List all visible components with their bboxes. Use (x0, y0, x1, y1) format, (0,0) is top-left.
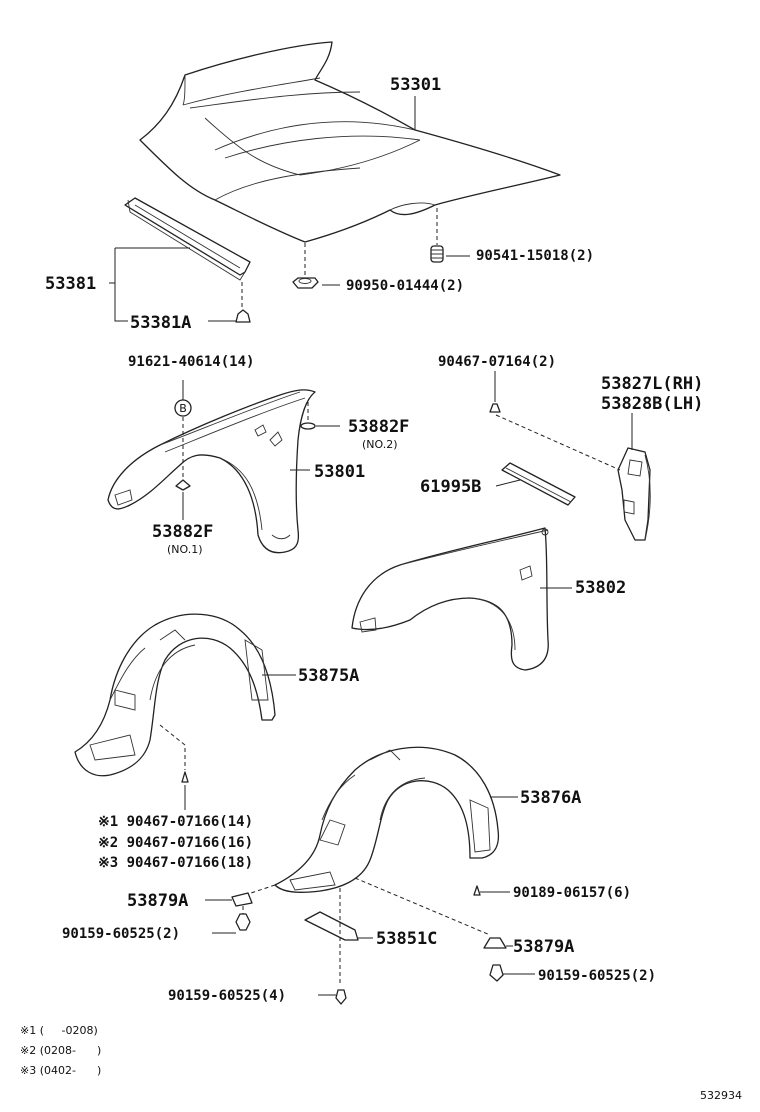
callout-liner-clip-1: ※1 90467-07166(14) (98, 814, 253, 830)
callout-fender-liner-clip-no1: 53882F (152, 522, 213, 542)
splash-cover-part (304, 911, 359, 941)
liner-clip-part (181, 771, 189, 783)
callout-liner-screw: 90189-06157(6) (513, 885, 631, 901)
hood-seal-clip-part (292, 277, 319, 289)
callout-shield-lh: 53828B(LH) (601, 394, 703, 414)
hood-drawing (139, 41, 561, 243)
callout-seal-clip: 53381A (130, 313, 191, 333)
liner-lh-drawing (274, 746, 500, 893)
callout-liner-clip-2: ※2 90467-07166(16) (98, 835, 253, 851)
callout-splash-retainer-right: 53879A (513, 937, 574, 957)
liner-screw-part (473, 885, 481, 896)
callout-liner-clip-3: ※3 90467-07166(18) (98, 855, 253, 871)
callout-bolt-left: 90159-60525(2) (62, 926, 180, 942)
seal-clip-part (235, 309, 251, 323)
callout-bolt-right: 90159-60525(2) (538, 968, 656, 984)
callout-shield-rh: 53827L(RH) (601, 374, 703, 394)
callout-splash-retainer-left: 53879A (127, 891, 188, 911)
fender-bolt-marker: B (179, 402, 187, 415)
splash-retainer-right-part (483, 937, 507, 949)
shield-drawing (617, 447, 651, 541)
callout-hood-cushion: 90541-15018(2) (476, 248, 594, 264)
callout-fender-liner-clip-no1-sub: (NO.1) (167, 543, 203, 556)
note-2: ※2 (0208- ) (20, 1044, 101, 1057)
callout-side-screw: 90467-07164(2) (438, 354, 556, 370)
fender-lh-drawing (351, 527, 549, 671)
fender-liner-clip-no1-part (175, 479, 191, 491)
note-1: ※1 ( -0208) (20, 1024, 98, 1037)
liner-rh-drawing (74, 613, 276, 777)
figure-id: 532934 (700, 1089, 742, 1102)
callout-fender-liner-clip-no2: 53882F (348, 417, 409, 437)
splash-retainer-left-part (231, 892, 253, 907)
callout-hood-seal-clip: 90950-01444(2) (346, 278, 464, 294)
callout-fender-lh: 53802 (575, 578, 626, 598)
note-3: ※3 (0402- ) (20, 1064, 101, 1077)
fender-rh-drawing (107, 389, 316, 554)
callout-fender-bolt: 91621-40614(14) (128, 354, 254, 370)
callout-liner-lh: 53876A (520, 788, 581, 808)
bolt-left-part (235, 913, 251, 931)
bolt-right-part (489, 964, 504, 982)
hood-seal-part (124, 197, 251, 281)
callout-seal-assembly: 53381 (45, 274, 96, 294)
callout-splash-cover: 53851C (376, 929, 437, 949)
fender-seal-drawing (501, 462, 576, 506)
callout-fender-liner-clip-no2-sub: (NO.2) (362, 438, 398, 451)
callout-liner-rh: 53875A (298, 666, 359, 686)
callout-bolt-bottom: 90159-60525(4) (168, 988, 286, 1004)
side-screw-part (489, 403, 501, 413)
callout-fender-seal: 61995B (420, 477, 481, 497)
fender-liner-clip-no2-part (300, 422, 316, 430)
callout-hood: 53301 (390, 75, 441, 95)
hood-cushion-part (430, 245, 444, 263)
bolt-bottom-part (335, 989, 347, 1005)
callout-fender-rh: 53801 (314, 462, 365, 482)
